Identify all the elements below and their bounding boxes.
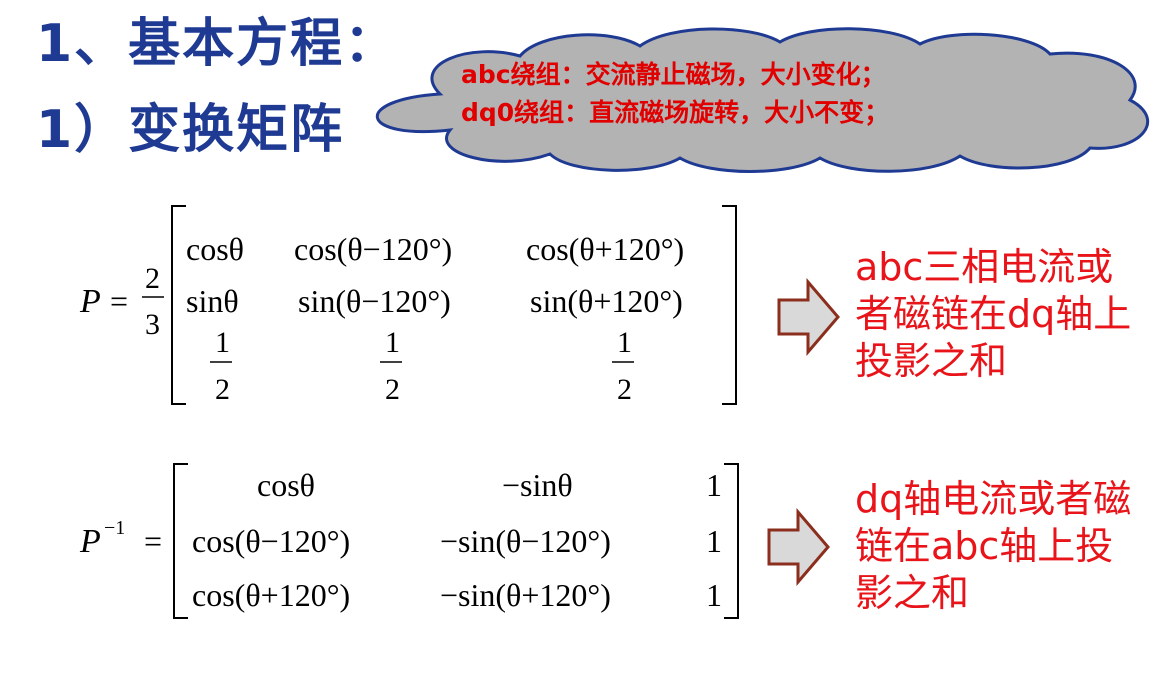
matrix-p-cell: sin(θ+120°) <box>530 283 683 319</box>
note-line: 影之和 <box>855 571 970 615</box>
section-heading: 1、基本方程： <box>36 14 399 74</box>
callout-line-abc: abc绕组：交流静止磁场，大小变化； <box>461 60 886 89</box>
matrix-pinv-cell: 1 <box>706 523 722 559</box>
matrix-p-lhs: P <box>79 283 101 320</box>
note-line: abc三相电流或 <box>855 245 1114 289</box>
matrix-pinv-cell: 1 <box>706 577 722 613</box>
note-line: 投影之和 <box>855 339 1008 383</box>
matrix-p-cell: cos(θ+120°) <box>526 231 684 267</box>
matrix-p-cell: cos(θ−120°) <box>294 231 452 267</box>
matrix-pinv-cell: −sinθ <box>502 467 573 503</box>
note-dq-projection: dq轴电流或者磁 链在abc轴上投 影之和 <box>855 476 1131 617</box>
matrix-pinv-cell: −sin(θ−120°) <box>440 523 611 559</box>
right-arrow-icon <box>767 508 830 586</box>
svg-text:1: 1 <box>385 326 400 359</box>
svg-text:=: = <box>144 523 162 559</box>
callout-line-dq0: dq0绕组：直流磁场旋转，大小不变； <box>461 98 890 127</box>
matrix-pinv-cell: cos(θ−120°) <box>192 523 350 559</box>
matrix-pinv-cell: cos(θ+120°) <box>192 577 350 613</box>
subsection-heading: 1）变换矩阵 <box>36 100 345 160</box>
cloud-callout <box>375 27 1150 173</box>
note-line: 链在abc轴上投 <box>855 524 1114 568</box>
matrix-p-coef-den: 3 <box>145 308 160 341</box>
matrix-pinv-cell: cosθ <box>257 467 315 503</box>
matrix-p-cell: sinθ <box>186 283 239 319</box>
matrix-p-cell: 1 2 <box>380 326 402 406</box>
matrix-pinv-cell: 1 <box>706 467 722 503</box>
matrix-p-cell: 1 2 <box>612 326 634 406</box>
matrix-p-coef-num: 2 <box>145 262 160 295</box>
matrix-p-cell: cosθ <box>186 231 244 267</box>
matrix-pinv-cell: −sin(θ+120°) <box>440 577 611 613</box>
note-abc-projection: abc三相电流或 者磁链在dq轴上 投影之和 <box>855 244 1131 385</box>
matrix-pinv-lhs: P <box>79 523 101 560</box>
svg-text:=: = <box>110 283 128 319</box>
matrix-p-cell: sin(θ−120°) <box>298 283 451 319</box>
right-arrow-icon <box>777 278 840 356</box>
svg-text:2: 2 <box>617 373 632 406</box>
matrix-p-cell: 1 2 <box>210 326 232 406</box>
note-line: 者磁链在dq轴上 <box>855 292 1132 336</box>
matrix-p-inverse: P −1 = cosθ −sinθ 1 cos(θ−120°) −sin(θ−1… <box>79 463 739 619</box>
matrix-p: P = 2 3 cosθ cos(θ−120°) cos(θ+120°) sin… <box>79 205 737 406</box>
matrix-pinv-sup: −1 <box>104 517 125 539</box>
cloud-shape <box>375 27 1150 173</box>
svg-text:2: 2 <box>215 373 230 406</box>
svg-text:2: 2 <box>385 373 400 406</box>
svg-text:1: 1 <box>617 326 632 359</box>
svg-text:1: 1 <box>215 326 230 359</box>
note-line: dq轴电流或者磁 <box>855 477 1132 521</box>
